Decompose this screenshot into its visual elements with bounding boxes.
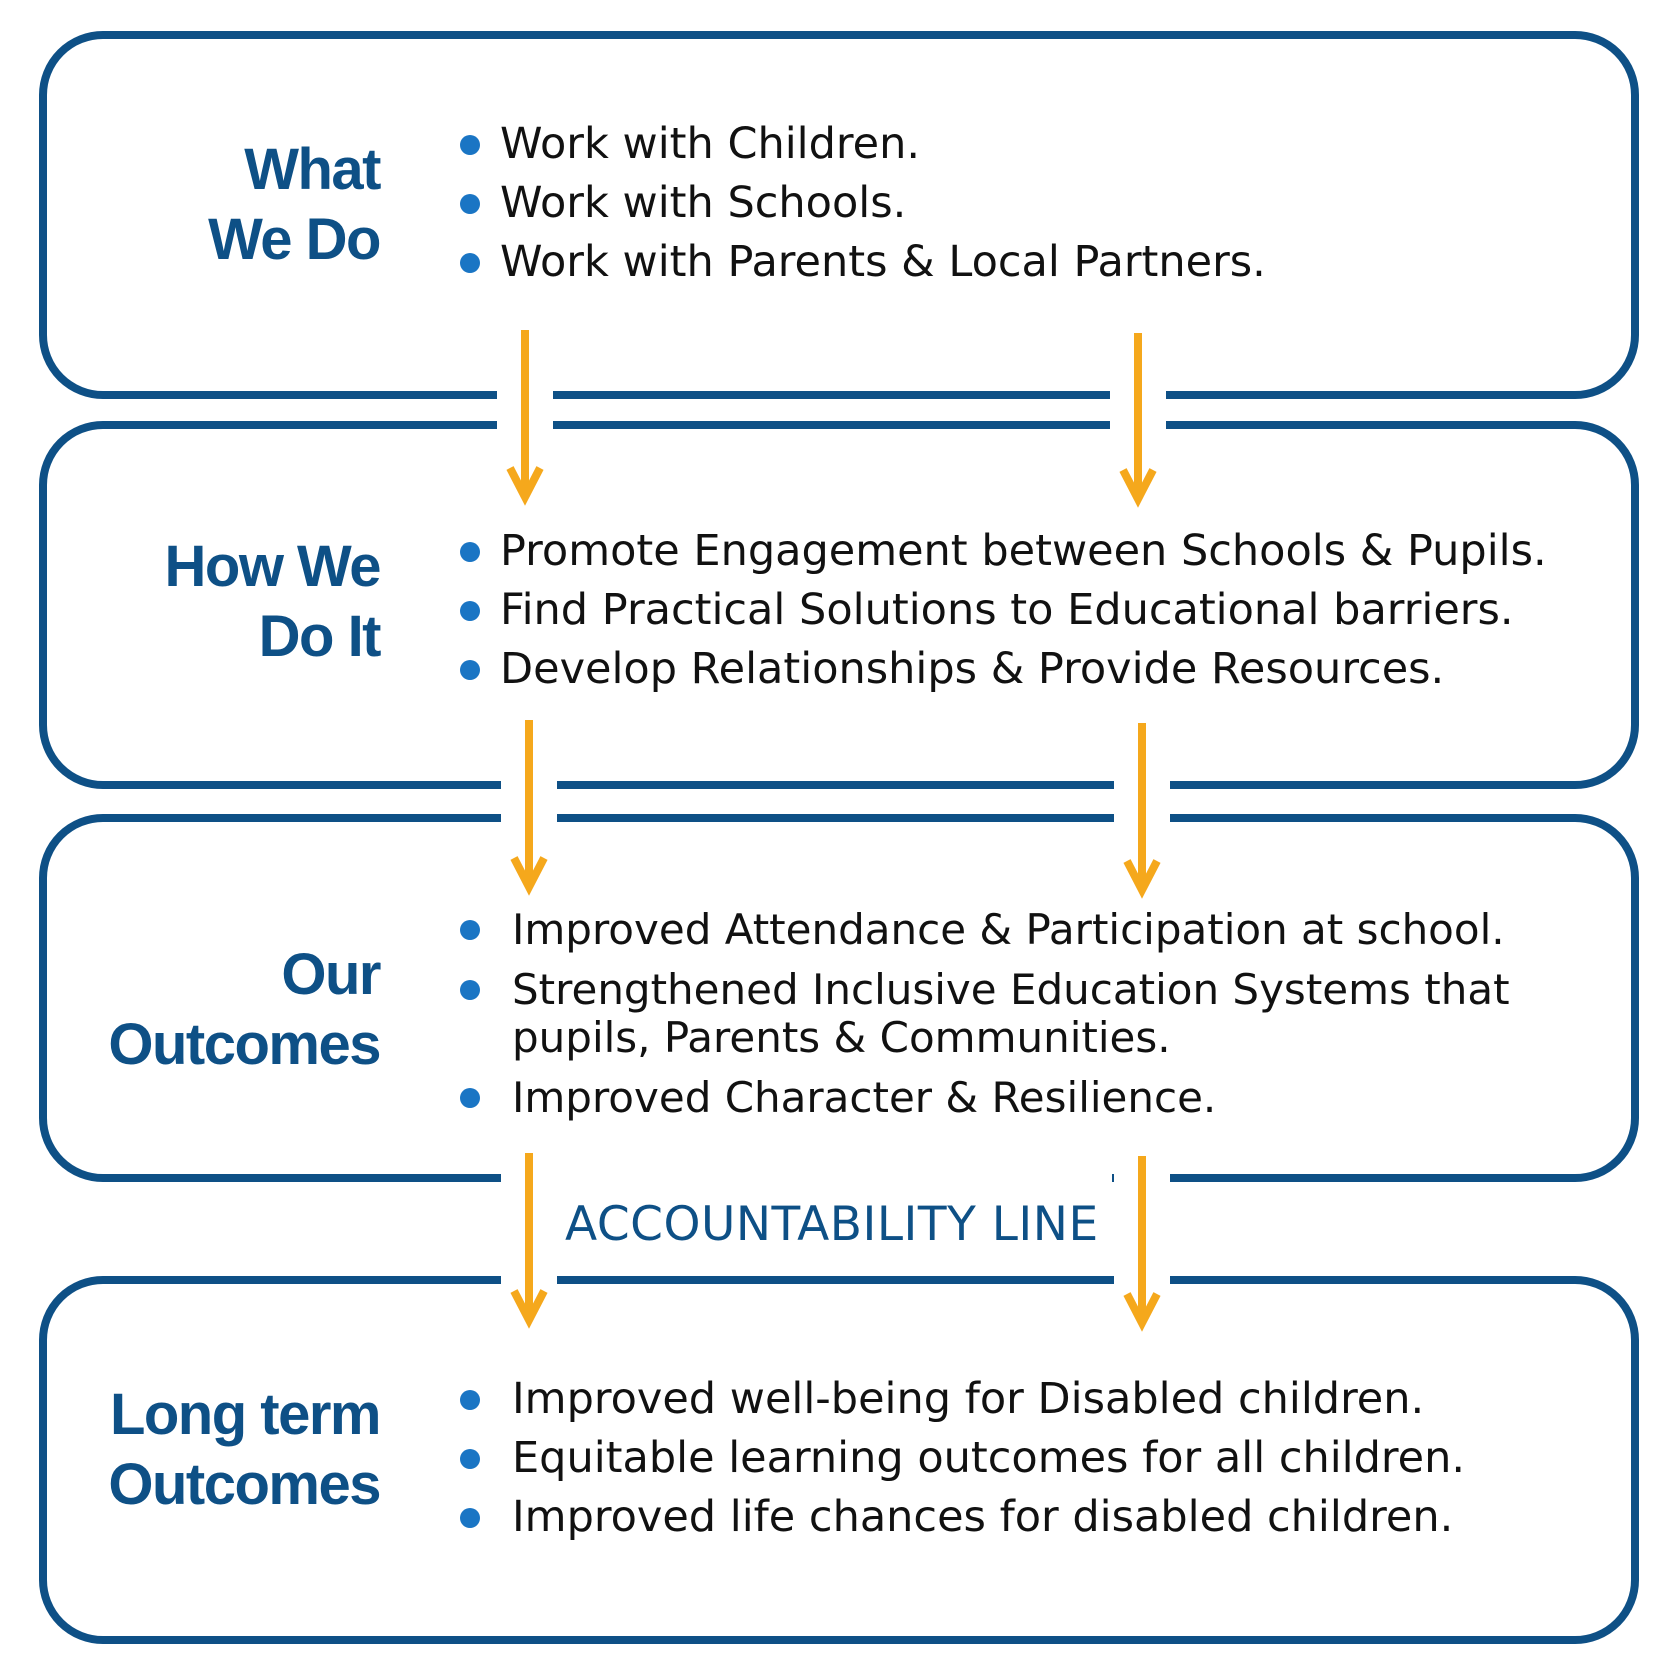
box-what-we-do <box>39 31 1639 399</box>
box-long-term-outcomes <box>39 1276 1639 1644</box>
box-how-we-do-it <box>39 421 1639 789</box>
bullet-icon <box>460 601 480 621</box>
list-item: Work with Parents & Local Partners. <box>460 233 1266 292</box>
arrows <box>506 330 1161 1332</box>
section-title-our-outcomes: Our Outcomes <box>108 942 381 1077</box>
list-item: Improved life chances for disabled child… <box>460 1488 1465 1547</box>
list-item: Work with Schools. <box>460 174 1266 233</box>
list-item: Promote Engagement between Schools & Pup… <box>460 522 1547 581</box>
section-title-how-we-do-it: How We Do It <box>164 534 382 669</box>
bullet-icon <box>460 1508 480 1528</box>
list-item: Develop Relationships & Provide Resource… <box>460 640 1547 699</box>
section-list-how-we-do-it: Promote Engagement between Schools & Pup… <box>460 522 1547 699</box>
bullet-icon <box>460 980 480 1000</box>
list-item: Improved Character & Resilience. <box>460 1074 1622 1122</box>
list-item: Equitable learning outcomes for all chil… <box>460 1429 1465 1488</box>
list-item: Find Practical Solutions to Educational … <box>460 581 1547 640</box>
bullet-icon <box>460 1088 480 1108</box>
bullet-icon <box>460 194 480 214</box>
bullet-icon <box>460 253 480 273</box>
list-item: Strengthened Inclusive Education Systems… <box>460 966 1622 1062</box>
list-item: Improved well-being for Disabled childre… <box>460 1370 1465 1429</box>
bullet-icon <box>460 1390 480 1410</box>
bullet-icon <box>460 1449 480 1469</box>
list-item: Work with Children. <box>460 115 1266 174</box>
bullet-icon <box>460 135 480 155</box>
bullet-icon <box>460 542 480 562</box>
section-title-long-term-outcomes: Long term Outcomes <box>108 1382 381 1517</box>
section-list-our-outcomes: Improved Attendance & Participation at s… <box>460 906 1622 1134</box>
list-item: Improved Attendance & Participation at s… <box>460 906 1622 954</box>
section-title-what-we-do: What We Do <box>208 137 381 272</box>
section-list-long-term-outcomes: Improved well-being for Disabled childre… <box>460 1370 1465 1547</box>
section-list-what-we-do: Work with Children. Work with Schools. W… <box>460 115 1266 292</box>
bullet-icon <box>460 660 480 680</box>
bullet-icon <box>460 920 480 940</box>
accountability-line-label: ACCOUNTABILITY LINE <box>565 1197 1099 1252</box>
